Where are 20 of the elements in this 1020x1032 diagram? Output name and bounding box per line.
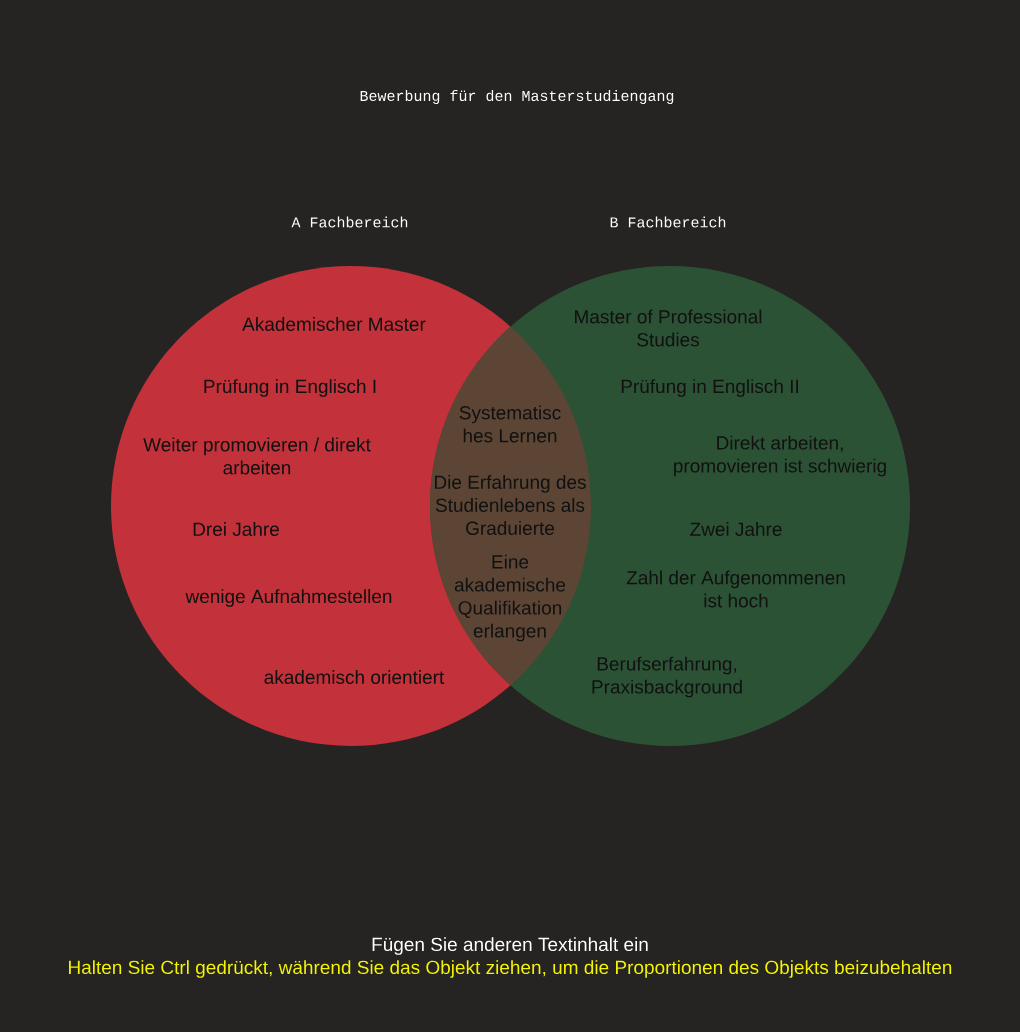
item-text: Zwei Jahre <box>690 522 782 536</box>
item-text: Drei Jahre <box>193 522 279 536</box>
item-text: Die Erfahrung des Studienlebens als Graduierte <box>435 475 586 535</box>
item-text: akademisch orientiert <box>264 670 445 684</box>
item-text: Zahl der Aufgenommenen ist hoch <box>626 570 845 608</box>
title: Bewerbung für den Masterstudiengang <box>360 90 674 104</box>
item-text: Akademischer Master <box>242 317 426 331</box>
circle-heading: B Fachbereich <box>610 216 726 228</box>
item-text: Direkt arbeiten, promovieren ist schwierig <box>674 435 886 477</box>
item-text: wenige Aufnahmestellen <box>185 589 392 607</box>
item-text: Master of Professional Studies <box>575 309 762 347</box>
hint-text: Halten Sie Ctrl gedrückt, während Sie das Objekt ziehen, um die Proportionen des Objekts beizubehalten <box>69 960 952 978</box>
item-text: Eine akademische Qualifikation erlangen <box>454 554 566 642</box>
item-text: Weiter promovieren / direkt arbeiten <box>143 437 371 475</box>
item-text: Prüfung in Englisch II <box>621 379 798 397</box>
item-text: Prüfung in Englisch I <box>204 379 376 397</box>
circle-heading: A Fachbereich <box>291 216 408 228</box>
item-text: Systematisc hes Lernen <box>459 405 561 443</box>
item-text: Berufserfahrung, Praxisbackground <box>592 656 742 698</box>
note-text: Fügen Sie anderen Textinhalt ein <box>372 937 648 955</box>
